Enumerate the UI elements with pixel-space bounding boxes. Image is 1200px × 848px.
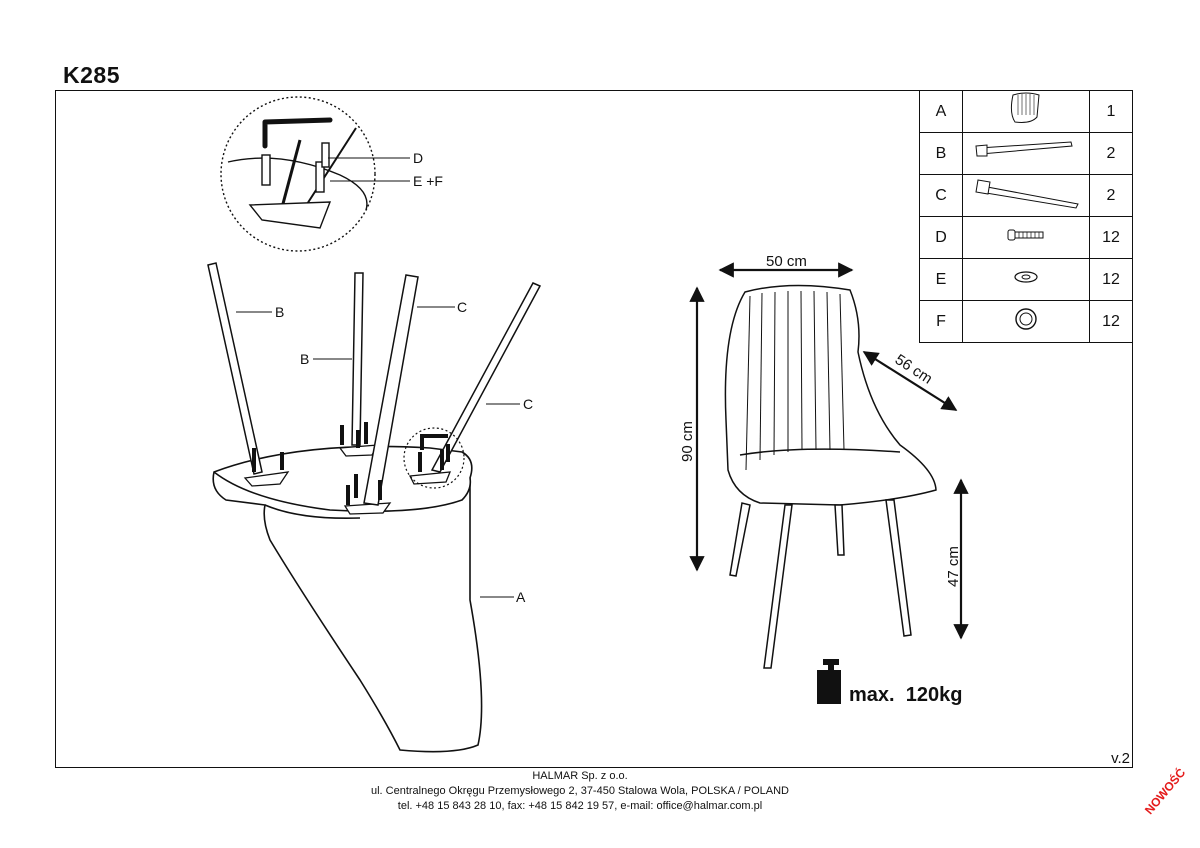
allen-key-drawing <box>420 434 448 450</box>
seat-shell-drawing <box>212 445 483 753</box>
company-footer: HALMAR Sp. z o.o. ul. Centralnego Okręgu… <box>0 769 1160 814</box>
footer-company-name: HALMAR Sp. z o.o. <box>532 770 628 782</box>
version-label: v.2 <box>1111 750 1130 767</box>
part-qty: 1 <box>1089 90 1133 133</box>
part-callout-lines <box>236 306 520 598</box>
part-letter: B <box>919 132 963 175</box>
parts-row: E 12 <box>919 258 1133 301</box>
bolt-icon <box>962 216 1090 259</box>
legs-drawing <box>207 262 542 506</box>
footer-contact: tel. +48 15 843 28 10, fax: +48 15 842 1… <box>397 800 763 812</box>
callout-ef-label: E +F <box>413 173 443 189</box>
parts-row: F 12 <box>919 300 1133 343</box>
callout-b-label-2: B <box>300 351 309 367</box>
footer-address: ul. Centralnego Okręgu Przemysłowego 2, … <box>370 785 789 797</box>
detail-callout-lines <box>328 157 410 182</box>
part-qty: 2 <box>1089 132 1133 175</box>
callout-a-label: A <box>516 589 526 605</box>
part-qty: 12 <box>1089 258 1133 301</box>
part-letter: F <box>919 300 963 343</box>
chair-seat-icon <box>962 90 1090 133</box>
parts-row: C 2 <box>919 174 1133 217</box>
parts-row: D 12 <box>919 216 1133 259</box>
dimension-seat-height: 47 cm <box>945 546 962 587</box>
parts-row: A 1 <box>919 90 1133 133</box>
short-leg-icon <box>962 132 1090 175</box>
assembled-chair-drawing <box>724 284 937 669</box>
spring-washer-icon <box>962 300 1090 343</box>
max-load-label: max. 120kg <box>849 684 963 706</box>
part-qty: 12 <box>1089 300 1133 343</box>
parts-row: B 2 <box>919 132 1133 175</box>
callout-c-label-2: C <box>523 396 533 412</box>
part-qty: 12 <box>1089 216 1133 259</box>
dimension-lines <box>689 262 969 640</box>
detail-zoom-circle <box>220 96 376 252</box>
part-letter: A <box>919 90 963 133</box>
drawing-frame <box>55 90 1133 768</box>
dimension-width: 50 cm <box>766 253 807 270</box>
dimension-height: 90 cm <box>679 421 696 462</box>
product-code-title: K285 <box>63 62 120 88</box>
zoom-marker-circle <box>403 427 465 489</box>
part-qty: 2 <box>1089 174 1133 217</box>
part-letter: E <box>919 258 963 301</box>
mount-plates <box>243 444 452 515</box>
callout-c-label: C <box>457 299 467 315</box>
weight-icon <box>817 659 841 704</box>
long-leg-icon <box>962 174 1090 217</box>
part-letter: C <box>919 174 963 217</box>
parts-list-table: A 1 B 2 C 2 D 12 E 12 F <box>919 90 1133 343</box>
bolt-markers <box>252 422 450 505</box>
callout-b-label: B <box>275 304 284 320</box>
flat-washer-icon <box>962 258 1090 301</box>
part-letter: D <box>919 216 963 259</box>
callout-d-label: D <box>413 150 423 166</box>
